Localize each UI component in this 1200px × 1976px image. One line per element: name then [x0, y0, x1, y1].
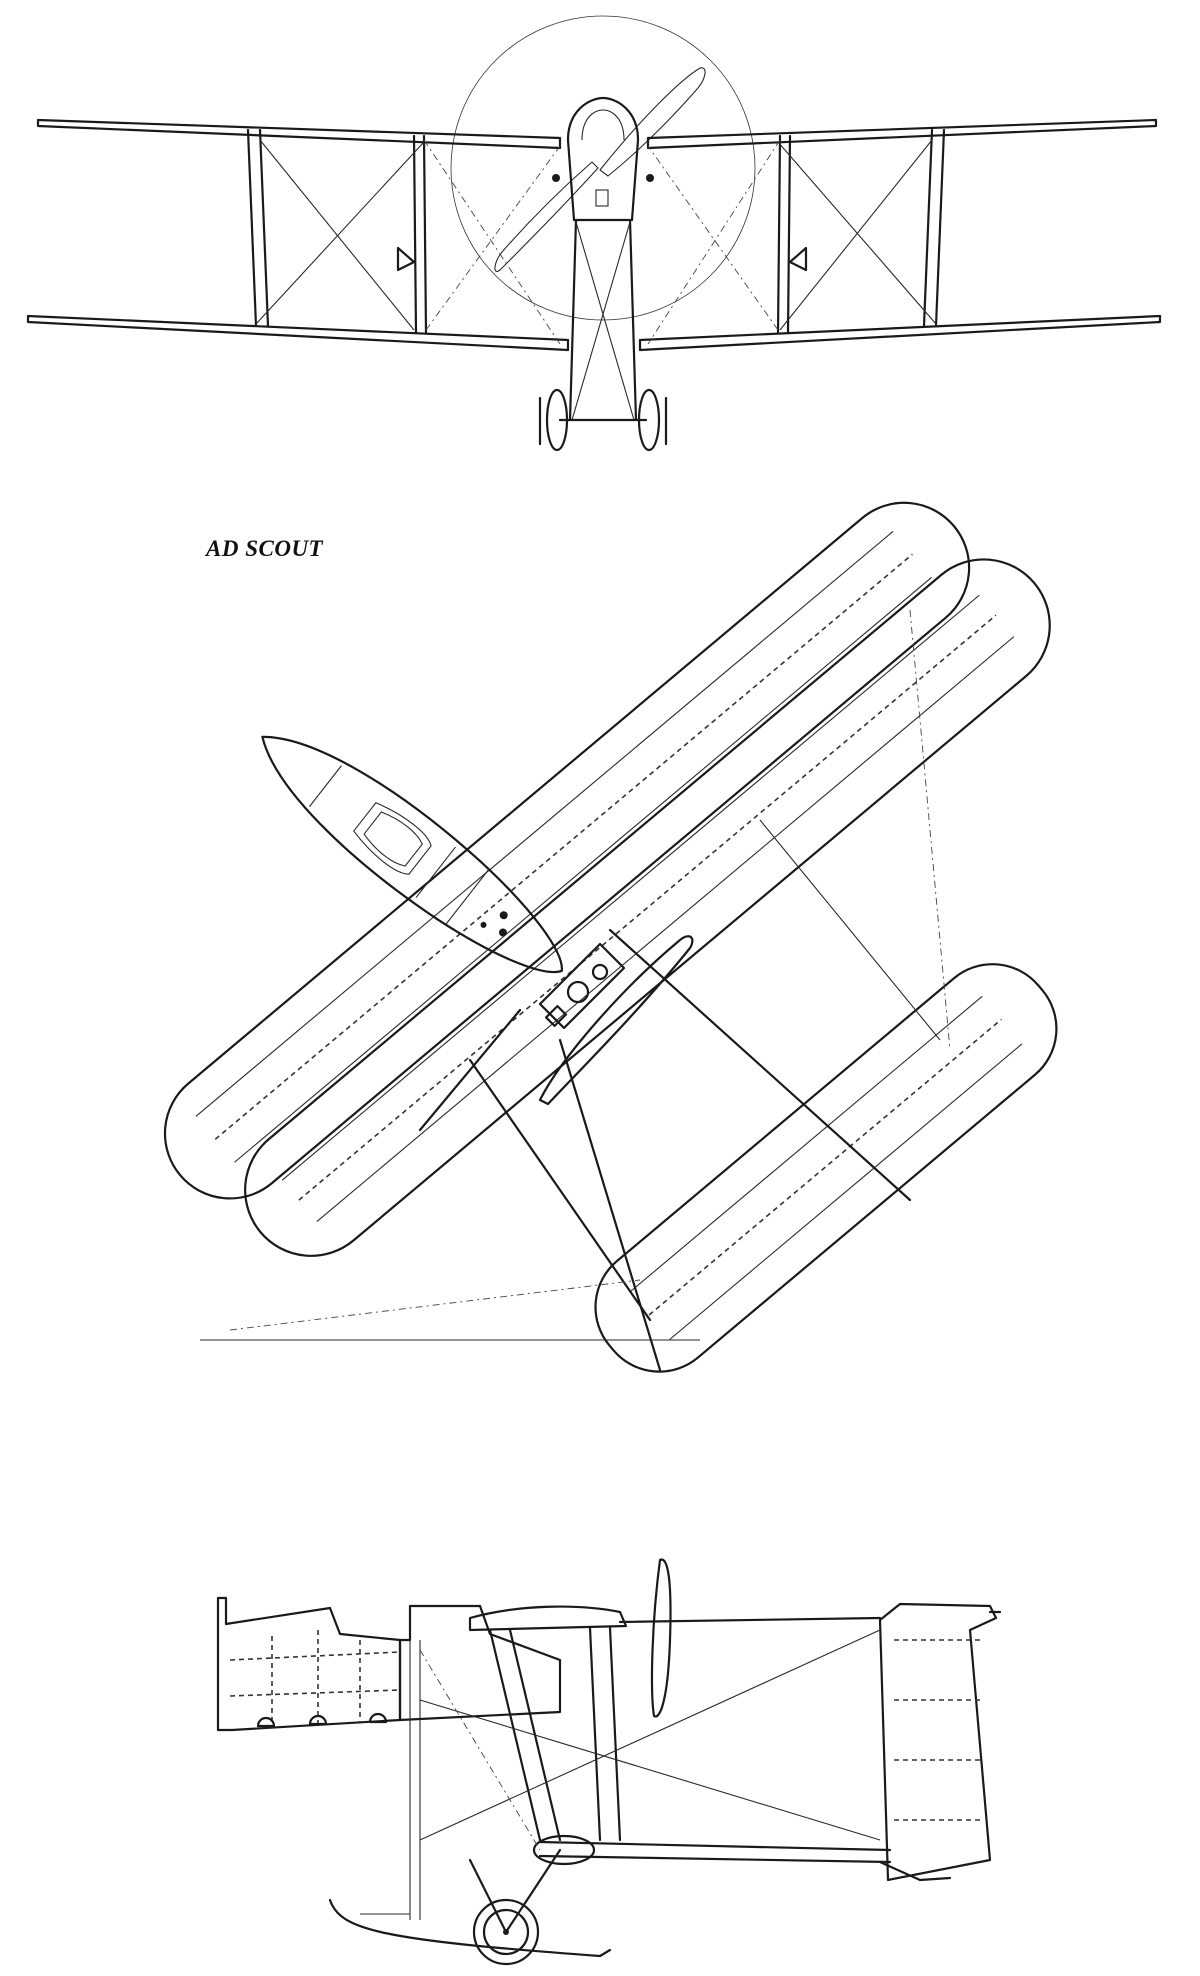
float-nacelle	[532, 1834, 596, 1866]
left-wheel	[545, 388, 569, 452]
drawing-title: AD SCOUT	[206, 536, 324, 561]
side-view	[0, 1540, 1200, 1976]
side-view-svg	[216, 1558, 1002, 1966]
propeller	[538, 935, 694, 1106]
right-wheel	[637, 388, 661, 452]
propeller-side	[650, 1558, 672, 1718]
lower-wing-right	[638, 314, 1162, 352]
tail-boom	[608, 928, 912, 1202]
tailplane	[594, 963, 1058, 1373]
upper-wing-section	[468, 1605, 628, 1632]
landing-skid	[328, 1898, 612, 1958]
upper-wing-left	[36, 118, 562, 150]
front-view-svg	[26, 15, 1162, 452]
lower-main-wing	[244, 558, 1051, 1257]
upper-main-wing	[163, 501, 971, 1200]
main-wheel-side	[472, 1898, 540, 1966]
propeller-disc	[450, 15, 756, 321]
fuselage-nacelle	[261, 735, 563, 973]
plan-view	[0, 500, 1200, 1540]
engine	[538, 942, 626, 1030]
nacelle-side	[216, 1596, 402, 1732]
lower-wing-left	[26, 314, 570, 352]
propeller-blade-upper	[599, 67, 706, 177]
propeller-blade-lower	[494, 161, 599, 272]
rudder	[878, 1602, 998, 1882]
plan-view-svg	[163, 501, 1058, 1373]
front-view	[0, 0, 1200, 480]
upper-wing-right	[646, 118, 1158, 150]
nacelle	[566, 96, 640, 222]
